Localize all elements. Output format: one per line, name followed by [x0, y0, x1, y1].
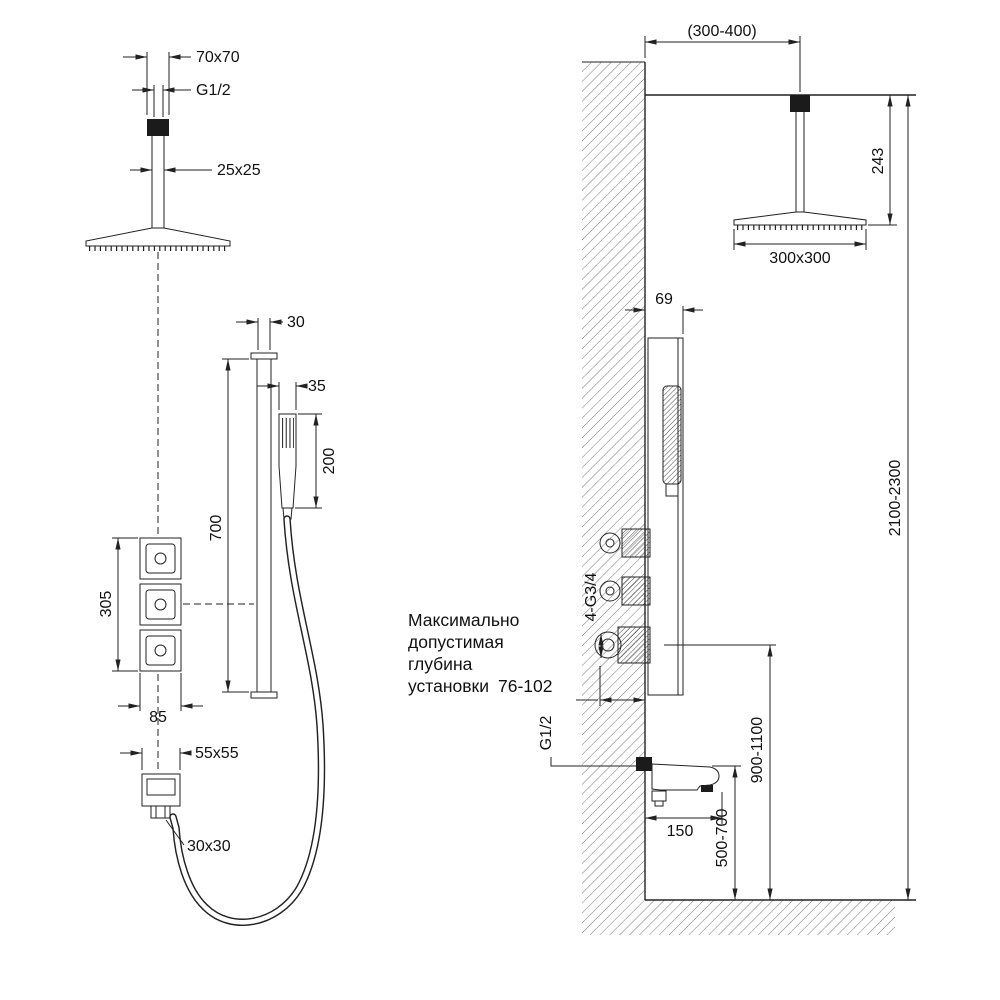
- spout-outlet: [701, 785, 713, 792]
- dim-connections-label: 4-G3/4: [583, 572, 600, 621]
- dim-handshower-length: 200: [295, 413, 338, 509]
- dim-spout-length-label: 150: [667, 823, 694, 840]
- spout-wall-fitting: [636, 757, 652, 771]
- dim-total-height: 2100-2300: [887, 95, 911, 900]
- dim-head-plate-label: 70x70: [196, 49, 240, 66]
- dim-handshower-width-label: 35: [308, 378, 326, 395]
- dim-panel-height: 305: [98, 537, 138, 672]
- note-line-2: допустимая: [408, 632, 504, 652]
- dim-valve-height: 900-1100: [664, 644, 776, 900]
- dim-panel-depth: 69: [625, 291, 703, 334]
- dim-total-height-label: 2100-2300: [887, 460, 904, 537]
- dim-spout-plate-label: 55x55: [195, 745, 239, 762]
- dim-spout-height: 500-700: [712, 765, 741, 900]
- dim-bar-width: 30: [236, 314, 305, 350]
- dim-head-thread-label: G1/2: [196, 82, 231, 99]
- wall-hatch: [582, 62, 645, 935]
- shower-panel-side: [647, 337, 684, 696]
- note-line-3: глубина: [408, 654, 473, 674]
- shower-head-side: [733, 211, 867, 226]
- hand-shower-side: [662, 385, 682, 485]
- dim-bar-width-label: 30: [287, 314, 305, 331]
- install-depth-note: Максимально допустимая глубина установки…: [408, 610, 645, 706]
- control-modules: [139, 537, 182, 672]
- dim-panel-width-label: 85: [149, 709, 167, 726]
- hand-shower-cone: [282, 507, 293, 520]
- dim-spout-thread: G1/2: [538, 716, 636, 767]
- dim-panel-depth-label: 69: [655, 291, 673, 308]
- dim-spout-fitting-label: 30x30: [187, 838, 231, 855]
- ceiling-shower-front: [85, 119, 231, 251]
- ceiling-plate: [147, 119, 169, 136]
- dim-bar-length: 700: [208, 358, 249, 693]
- dim-spout-height-label: 500-700: [714, 809, 731, 868]
- side-view: (300-400) 243 300x300 69: [408, 23, 916, 935]
- floor-hatch: [645, 900, 895, 935]
- dim-head-size-label: 300x300: [769, 250, 830, 267]
- dim-spout-length: 150: [645, 792, 723, 840]
- hand-shower-front: [278, 413, 297, 520]
- ceiling-shower-side: [733, 95, 867, 230]
- shower-head: [85, 227, 231, 247]
- hand-shower-bracket: [665, 483, 679, 497]
- dim-valve-height-label: 900-1100: [749, 717, 766, 784]
- dim-install-depth-label: 76-102: [498, 676, 553, 696]
- dim-arm-drop-label: 243: [870, 148, 887, 175]
- dim-panel-height-label: 305: [98, 591, 115, 618]
- dim-spout-plate: 55x55: [120, 745, 239, 770]
- front-view: 70x70 G1/2 25x25: [85, 49, 338, 926]
- spout-front: [141, 773, 181, 819]
- wall-section: [582, 61, 916, 935]
- shower-hose: [169, 515, 326, 926]
- dim-arm-drop: 243: [868, 95, 897, 226]
- note-line-1: Максимально: [408, 610, 519, 630]
- dim-spout-fitting: 30x30: [165, 819, 231, 855]
- dim-head-size: 300x300: [733, 229, 867, 267]
- dim-head-plate: 70x70: [123, 49, 240, 115]
- dim-handshower-width: 35: [257, 378, 326, 410]
- dim-ceiling-offset: (300-400): [644, 23, 801, 92]
- slide-bar: [250, 352, 278, 699]
- dim-arm: 25x25: [130, 162, 261, 179]
- dim-spout-thread-label: G1/2: [538, 716, 555, 751]
- dim-bar-length-label: 700: [208, 515, 225, 542]
- ceiling-mount-block: [790, 95, 810, 112]
- spout-side: [636, 757, 720, 807]
- dim-panel-width: 85: [118, 673, 203, 726]
- dim-handshower-length-label: 200: [321, 448, 338, 475]
- dim-ceiling-offset-label: (300-400): [687, 23, 756, 40]
- concealed-valves: [594, 528, 651, 664]
- dim-head-thread: G1/2: [132, 82, 231, 117]
- dim-arm-label: 25x25: [217, 162, 261, 179]
